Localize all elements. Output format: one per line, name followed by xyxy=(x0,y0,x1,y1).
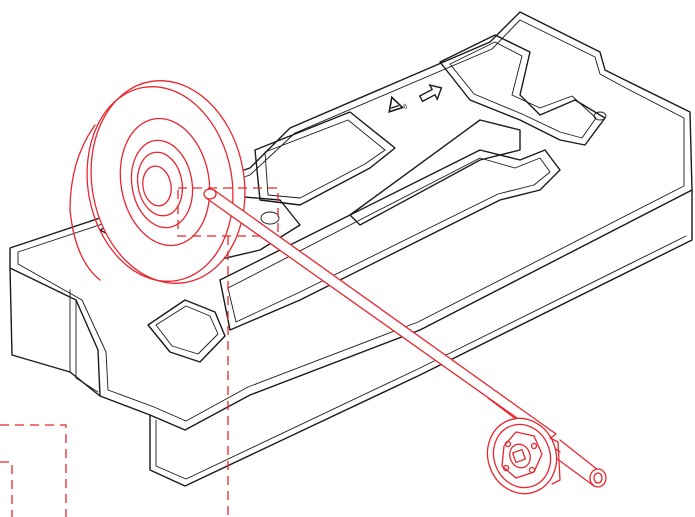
tray-bottom-edge xyxy=(149,189,693,487)
flange-part xyxy=(486,417,561,495)
svg-text:6: 6 xyxy=(403,103,409,111)
tray-bottom-inner xyxy=(155,235,687,480)
leader-box-left-inner xyxy=(0,461,13,517)
tray-front-notch xyxy=(69,289,99,393)
leader-box-left xyxy=(0,424,67,517)
tray-front-wall xyxy=(9,267,101,397)
tray-hole-2 xyxy=(593,111,607,121)
tray-pocket-right xyxy=(439,34,606,146)
tray-hole-1 xyxy=(260,211,280,225)
disk-part xyxy=(69,80,246,284)
direction-arrow-icon xyxy=(418,84,443,103)
tray-ridge xyxy=(349,119,521,226)
tray-pocket-left-low xyxy=(147,299,226,363)
tray-pocket-middle xyxy=(254,111,396,206)
packaging-tray xyxy=(9,11,693,487)
recycle-symbol-icon: 6 xyxy=(388,95,409,114)
tray-rim-inner xyxy=(17,19,685,422)
